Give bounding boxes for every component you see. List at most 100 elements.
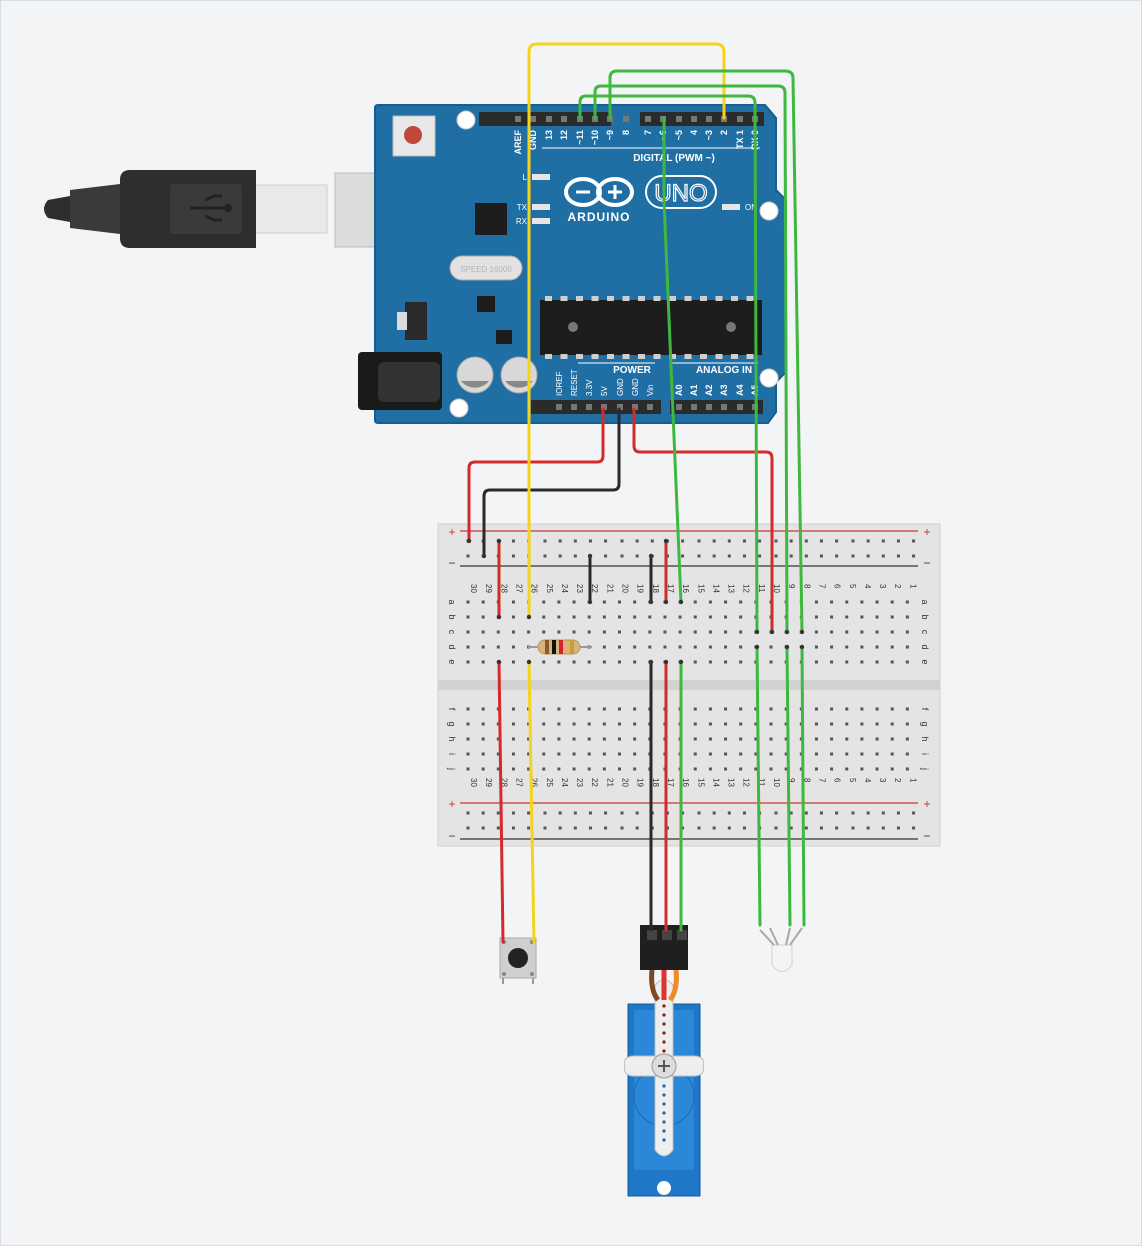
digital-pin-socket[interactable]: [706, 116, 712, 122]
breadboard-hole[interactable]: [511, 752, 515, 756]
breadboard-hole[interactable]: [542, 752, 546, 756]
breadboard-hole[interactable]: [587, 722, 591, 726]
breadboard-hole[interactable]: [527, 722, 531, 726]
rail-hole[interactable]: [681, 811, 685, 815]
breadboard-hole[interactable]: [784, 752, 788, 756]
breadboard-hole[interactable]: [739, 615, 743, 619]
breadboard-hole[interactable]: [511, 645, 515, 649]
rail-hole[interactable]: [819, 554, 823, 558]
breadboard-hole[interactable]: [466, 660, 470, 664]
breadboard-hole[interactable]: [618, 615, 621, 619]
breadboard-hole[interactable]: [496, 630, 500, 634]
breadboard-hole[interactable]: [860, 722, 864, 726]
breadboard-hole[interactable]: [905, 645, 909, 649]
breadboard-hole[interactable]: [557, 630, 561, 634]
breadboard-hole[interactable]: [572, 722, 576, 726]
breadboard-hole[interactable]: [633, 645, 637, 649]
breadboard-hole[interactable]: [511, 722, 515, 726]
breadboard-hole[interactable]: [754, 767, 758, 771]
rail-hole[interactable]: [804, 554, 808, 558]
breadboard-hole[interactable]: [618, 600, 621, 604]
breadboard-hole[interactable]: [587, 767, 591, 771]
breadboard-hole[interactable]: [724, 707, 728, 711]
rail-hole[interactable]: [604, 811, 608, 815]
breadboard-hole[interactable]: [602, 600, 606, 604]
breadboard-hole[interactable]: [466, 630, 470, 634]
breadboard-hole[interactable]: [466, 645, 470, 649]
breadboard-hole[interactable]: [860, 707, 864, 711]
rail-hole[interactable]: [881, 539, 885, 543]
breadboard-hole[interactable]: [875, 615, 879, 619]
breadboard-hole[interactable]: [587, 707, 591, 711]
breadboard-hole[interactable]: [708, 752, 712, 756]
breadboard-hole[interactable]: [633, 615, 637, 619]
breadboard-hole[interactable]: [648, 630, 652, 634]
rail-hole[interactable]: [851, 811, 855, 815]
rail-hole[interactable]: [804, 811, 808, 815]
breadboard-hole[interactable]: [602, 737, 606, 741]
breadboard-hole[interactable]: [511, 707, 515, 711]
rail-hole[interactable]: [650, 539, 654, 543]
rail-hole[interactable]: [896, 554, 900, 558]
breadboard-hole[interactable]: [496, 767, 500, 771]
rail-hole[interactable]: [851, 539, 855, 543]
power-pin-socket[interactable]: [586, 404, 592, 410]
breadboard-hole[interactable]: [693, 752, 697, 756]
breadboard-hole[interactable]: [814, 767, 818, 771]
rail-hole[interactable]: [789, 811, 793, 815]
breadboard-hole[interactable]: [693, 660, 697, 664]
breadboard-hole[interactable]: [739, 767, 743, 771]
breadboard-hole[interactable]: [633, 722, 637, 726]
rail-hole[interactable]: [727, 826, 731, 830]
breadboard-hole[interactable]: [769, 752, 773, 756]
rail-hole[interactable]: [573, 539, 577, 543]
breadboard-hole[interactable]: [739, 722, 743, 726]
rail-hole[interactable]: [896, 826, 900, 830]
breadboard-hole[interactable]: [784, 767, 788, 771]
digital-pin-socket[interactable]: [737, 116, 743, 122]
power-pin-socket[interactable]: [617, 404, 623, 410]
rail-hole[interactable]: [912, 811, 916, 815]
breadboard-hole[interactable]: [648, 645, 652, 649]
rail-hole[interactable]: [851, 826, 855, 830]
digital-pin-socket[interactable]: [561, 116, 567, 122]
power-pin-socket[interactable]: [571, 404, 577, 410]
breadboard-hole[interactable]: [708, 722, 712, 726]
breadboard-hole[interactable]: [724, 645, 728, 649]
breadboard-hole[interactable]: [466, 722, 470, 726]
breadboard-hole[interactable]: [511, 600, 515, 604]
rail-hole[interactable]: [604, 554, 608, 558]
rail-hole[interactable]: [681, 539, 685, 543]
pushbutton-cap[interactable]: [508, 948, 528, 968]
breadboard-hole[interactable]: [830, 722, 834, 726]
rail-hole[interactable]: [789, 539, 793, 543]
rail-hole[interactable]: [511, 539, 515, 543]
breadboard-hole[interactable]: [814, 615, 818, 619]
breadboard-hole[interactable]: [481, 600, 485, 604]
rail-hole[interactable]: [511, 554, 515, 558]
breadboard-hole[interactable]: [739, 752, 743, 756]
rail-hole[interactable]: [912, 539, 916, 543]
breadboard-hole[interactable]: [860, 600, 864, 604]
breadboard-hole[interactable]: [784, 707, 788, 711]
rail-hole[interactable]: [527, 811, 531, 815]
rail-hole[interactable]: [635, 826, 639, 830]
breadboard-hole[interactable]: [618, 707, 621, 711]
breadboard-hole[interactable]: [905, 737, 909, 741]
rail-hole[interactable]: [543, 811, 547, 815]
breadboard-hole[interactable]: [754, 707, 758, 711]
breadboard-hole[interactable]: [739, 630, 743, 634]
breadboard-hole[interactable]: [618, 767, 621, 771]
analog-pin-socket[interactable]: [706, 404, 712, 410]
rail-hole[interactable]: [774, 554, 778, 558]
breadboard-hole[interactable]: [663, 615, 667, 619]
breadboard-hole[interactable]: [875, 752, 879, 756]
rail-hole[interactable]: [851, 554, 855, 558]
breadboard-hole[interactable]: [542, 707, 546, 711]
rail-hole[interactable]: [804, 539, 808, 543]
breadboard-hole[interactable]: [633, 737, 637, 741]
breadboard-hole[interactable]: [830, 615, 834, 619]
breadboard-hole[interactable]: [557, 660, 561, 664]
rail-hole[interactable]: [881, 826, 885, 830]
breadboard-hole[interactable]: [542, 660, 546, 664]
